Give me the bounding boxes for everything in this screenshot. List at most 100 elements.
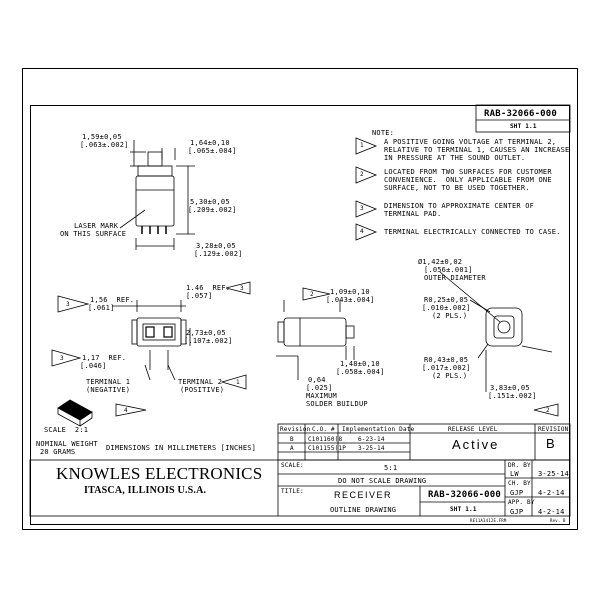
dim-6-mm: 1.46 REF.	[186, 284, 231, 292]
receiver-side-view	[276, 300, 355, 380]
dim-8-mm: 1,17 REF.	[82, 354, 127, 362]
approval-1-name: LW	[510, 470, 519, 478]
sheet-number: SHT 1.1	[450, 506, 477, 513]
title-block-grid	[29, 104, 571, 517]
revision-letter: B	[546, 436, 555, 451]
scale-value: 5:1	[384, 464, 398, 472]
rev-row-2-rev: A	[290, 445, 294, 452]
company-name: KNOWLES ELECTRONICS	[56, 464, 263, 483]
co-header: C.O. #	[312, 426, 335, 433]
outer-border	[22, 68, 578, 530]
dim-10-in: [.058±.004]	[336, 368, 385, 376]
note-3-num: 3	[360, 205, 364, 212]
part-number: RAB-32066-000	[428, 490, 502, 500]
dim-7-in: [.107±.002]	[184, 337, 233, 345]
receiver-bottom-view	[112, 300, 191, 381]
note-4-line-1: TERMINAL ELECTRICALLY CONNECTED TO CASE.	[384, 228, 561, 236]
dim-13-mm: R0,25±0,05	[424, 296, 469, 304]
note-2-num: 2	[360, 171, 364, 178]
note-2-line-1: LOCATED FROM TWO SURFACES FOR CUSTOMER	[384, 168, 552, 176]
callout-c11: 2	[546, 407, 550, 414]
title-label: TITLE:	[281, 488, 304, 495]
note-4-num: 4	[360, 228, 364, 235]
dim-12-mm: Ø1,42±0,02	[418, 258, 463, 266]
rev-small: Rev. B	[550, 518, 566, 523]
dim-5-in: [.061]	[88, 304, 115, 312]
receiver-front-view	[119, 140, 195, 250]
dim-5-mm: 1,56 REF.	[90, 296, 135, 304]
dim-4-in: [.129±.002]	[194, 250, 243, 258]
dim-9-mm: 1,09±0,10	[330, 288, 370, 296]
drawing-border	[30, 105, 570, 525]
approval-1-label: DR. BY	[508, 462, 531, 469]
dim-15-mm: 3,83±0,05	[490, 384, 530, 392]
dim-11-mm: 0,64	[308, 376, 326, 384]
note-2-line-2: CONVENIENCE. ONLY APPLICABLE FROM ONE	[384, 176, 552, 184]
terminal-1-polarity: (NEGATIVE)	[86, 386, 131, 394]
callout-c9: 4	[124, 407, 128, 414]
units-note: DIMENSIONS IN MILLIMETERS [INCHES]	[106, 444, 257, 452]
dim-9-in: [.043±.004]	[326, 296, 375, 304]
part-number-top: RAB-32066-000	[484, 109, 558, 119]
callout-flags	[51, 137, 559, 417]
dim-6-in: [.057]	[186, 292, 213, 300]
note-3-line-1: DIMENSION TO APPROXIMATE CENTER OF	[384, 202, 535, 210]
dim-13-note: (2 PLS.)	[432, 312, 468, 320]
rev-row-2-date: 3-25-14	[358, 445, 385, 452]
note-1-num: 1	[360, 142, 364, 149]
terminal-2-label: TERMINAL 2	[178, 378, 223, 386]
note-1-line-1: A POSITIVE GOING VOLTAGE AT TERMINAL 2,	[384, 138, 557, 146]
revision-hdr: REVISION	[538, 426, 569, 433]
dim-2-mm: 1,64±0,10	[190, 139, 230, 147]
dim-14-in: [.017±.002]	[422, 364, 471, 372]
dim-4-mm: 3,28±0,05	[196, 242, 236, 250]
callout-c10: 2	[310, 291, 314, 298]
laser-mark-line-1: LASER MARK	[74, 222, 119, 230]
approval-2-label: CH. BY	[508, 480, 531, 487]
drawing-subtitle: OUTLINE DRAWING	[330, 506, 397, 514]
rev-row-2-co: C101155(1P	[308, 445, 347, 452]
receiver-isometric	[57, 399, 93, 427]
drawing-title: RECEIVER	[334, 490, 393, 500]
dim-7-mm: 2,73±0,05	[186, 329, 226, 337]
approval-2-date: 4-2-14	[538, 489, 565, 497]
do-not-scale: DO NOT SCALE DRAWING	[338, 477, 427, 485]
dim-1-in: [.063±.002]	[80, 141, 129, 149]
scale-label: SCALE:	[281, 462, 304, 469]
callout-c6: 3	[240, 285, 244, 292]
dim-2-in: [.065±.004]	[188, 147, 237, 155]
terminal-1-label: TERMINAL 1	[86, 378, 131, 386]
note-1-line-2: RELATIVE TO TERMINAL 1, CAUSES AN INCREA…	[384, 146, 570, 154]
notes-heading: NOTE:	[372, 129, 395, 137]
rev-row-1-date: 6-23-14	[358, 436, 385, 443]
dim-11-note-2: SOLDER BUILDUP	[306, 400, 368, 408]
approval-3-label: APP. BY	[508, 499, 535, 506]
company-location: ITASCA, ILLINOIS U.S.A.	[84, 485, 207, 496]
release-status: Active	[452, 437, 500, 452]
sheet-top: SHT 1.1	[510, 123, 537, 130]
dim-12-note: OUTER DIAMETER	[424, 274, 486, 282]
dim-11-in: [.025]	[306, 384, 333, 392]
revision-header: Revision	[280, 426, 311, 433]
release-level-header: RELEASE LEVEL	[448, 426, 498, 433]
impl-date-header: Implementation Date	[342, 426, 415, 433]
dim-3-in: [.209±.002]	[188, 206, 237, 214]
approval-1-date: 3-25-14	[538, 470, 569, 478]
callout-c7: 3	[60, 355, 64, 362]
dim-13-in: [.010±.002]	[422, 304, 471, 312]
dim-15-in: [.151±.002]	[488, 392, 537, 400]
dim-8-in: [.046]	[80, 362, 107, 370]
dim-1-mm: 1,59±0,05	[82, 133, 122, 141]
approval-2-name: GJP	[510, 489, 524, 497]
weight-line-1: NOMINAL WEIGHT	[36, 440, 98, 448]
approval-3-date: 4-2-14	[538, 508, 565, 516]
dim-3-mm: 5,30±0,05	[190, 198, 230, 206]
dim-12-in: [.056±.001]	[424, 266, 473, 274]
dim-11-note-1: MAXIMUM	[306, 392, 337, 400]
note-2-line-3: SURFACE, NOT TO BE USED TOGETHER.	[384, 184, 530, 192]
callout-c5: 3	[66, 301, 70, 308]
receiver-end-view	[439, 271, 553, 392]
scale-note: SCALE 2:1	[44, 426, 89, 434]
callout-c8: 1	[236, 379, 240, 386]
